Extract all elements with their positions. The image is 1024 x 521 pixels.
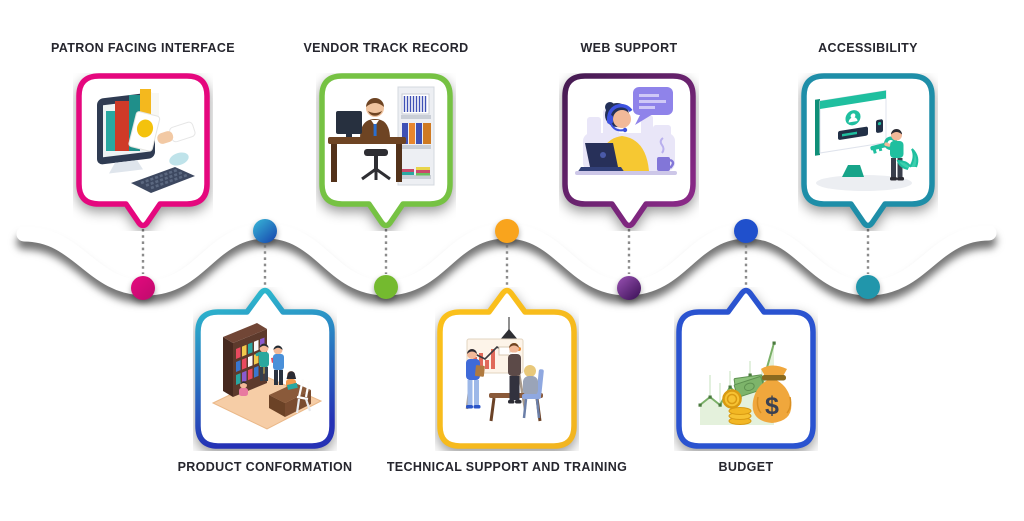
training-presentation-scene-illustration (465, 317, 544, 422)
card-web-support (562, 73, 696, 229)
card-vendor-track-record (319, 73, 453, 229)
card-budget: $ (676, 287, 816, 449)
office-chair (361, 149, 391, 181)
connector-lines (141, 229, 870, 291)
timeline-dot (856, 275, 880, 299)
coins (722, 389, 752, 425)
support-agent-headset-illustration (575, 87, 677, 175)
card-accessibility (801, 73, 935, 229)
card-patron-facing-interface (76, 73, 210, 229)
label-patron-facing-interface: PATRON FACING INTERFACE (51, 41, 235, 55)
chat-bubble (633, 87, 673, 125)
money-bag: $ (752, 365, 792, 423)
label-web-support: WEB SUPPORT (580, 41, 678, 55)
label-accessibility: ACCESSIBILITY (818, 41, 918, 55)
card-product-conformation (195, 287, 335, 449)
card-technical-support-and-training (437, 287, 577, 449)
label-technical-support-and-training: TECHNICAL SUPPORT AND TRAINING (386, 460, 628, 474)
timeline-dot (131, 276, 155, 300)
dollar-sign: $ (765, 392, 779, 420)
label-budget: BUDGET (718, 460, 774, 474)
timeline-dot (374, 275, 398, 299)
label-product-conformation: PRODUCT CONFORMATION (177, 460, 353, 474)
library-store-scene-illustration (211, 323, 323, 430)
timeline-dot (734, 219, 758, 243)
money-bag-growth-chart-illustration: $ (698, 341, 792, 425)
timeline-dots (131, 219, 880, 300)
login-screen-key-illustration (815, 89, 919, 191)
man-at-desk-office-illustration (328, 86, 435, 186)
label-vendor-track-record: VENDOR TRACK RECORD (303, 41, 469, 55)
timeline-dot (495, 219, 519, 243)
timeline-dot (253, 219, 277, 243)
coffee-mug (657, 137, 675, 171)
timeline-dot (617, 276, 641, 300)
patron-facing-interface-illustration (97, 89, 196, 193)
